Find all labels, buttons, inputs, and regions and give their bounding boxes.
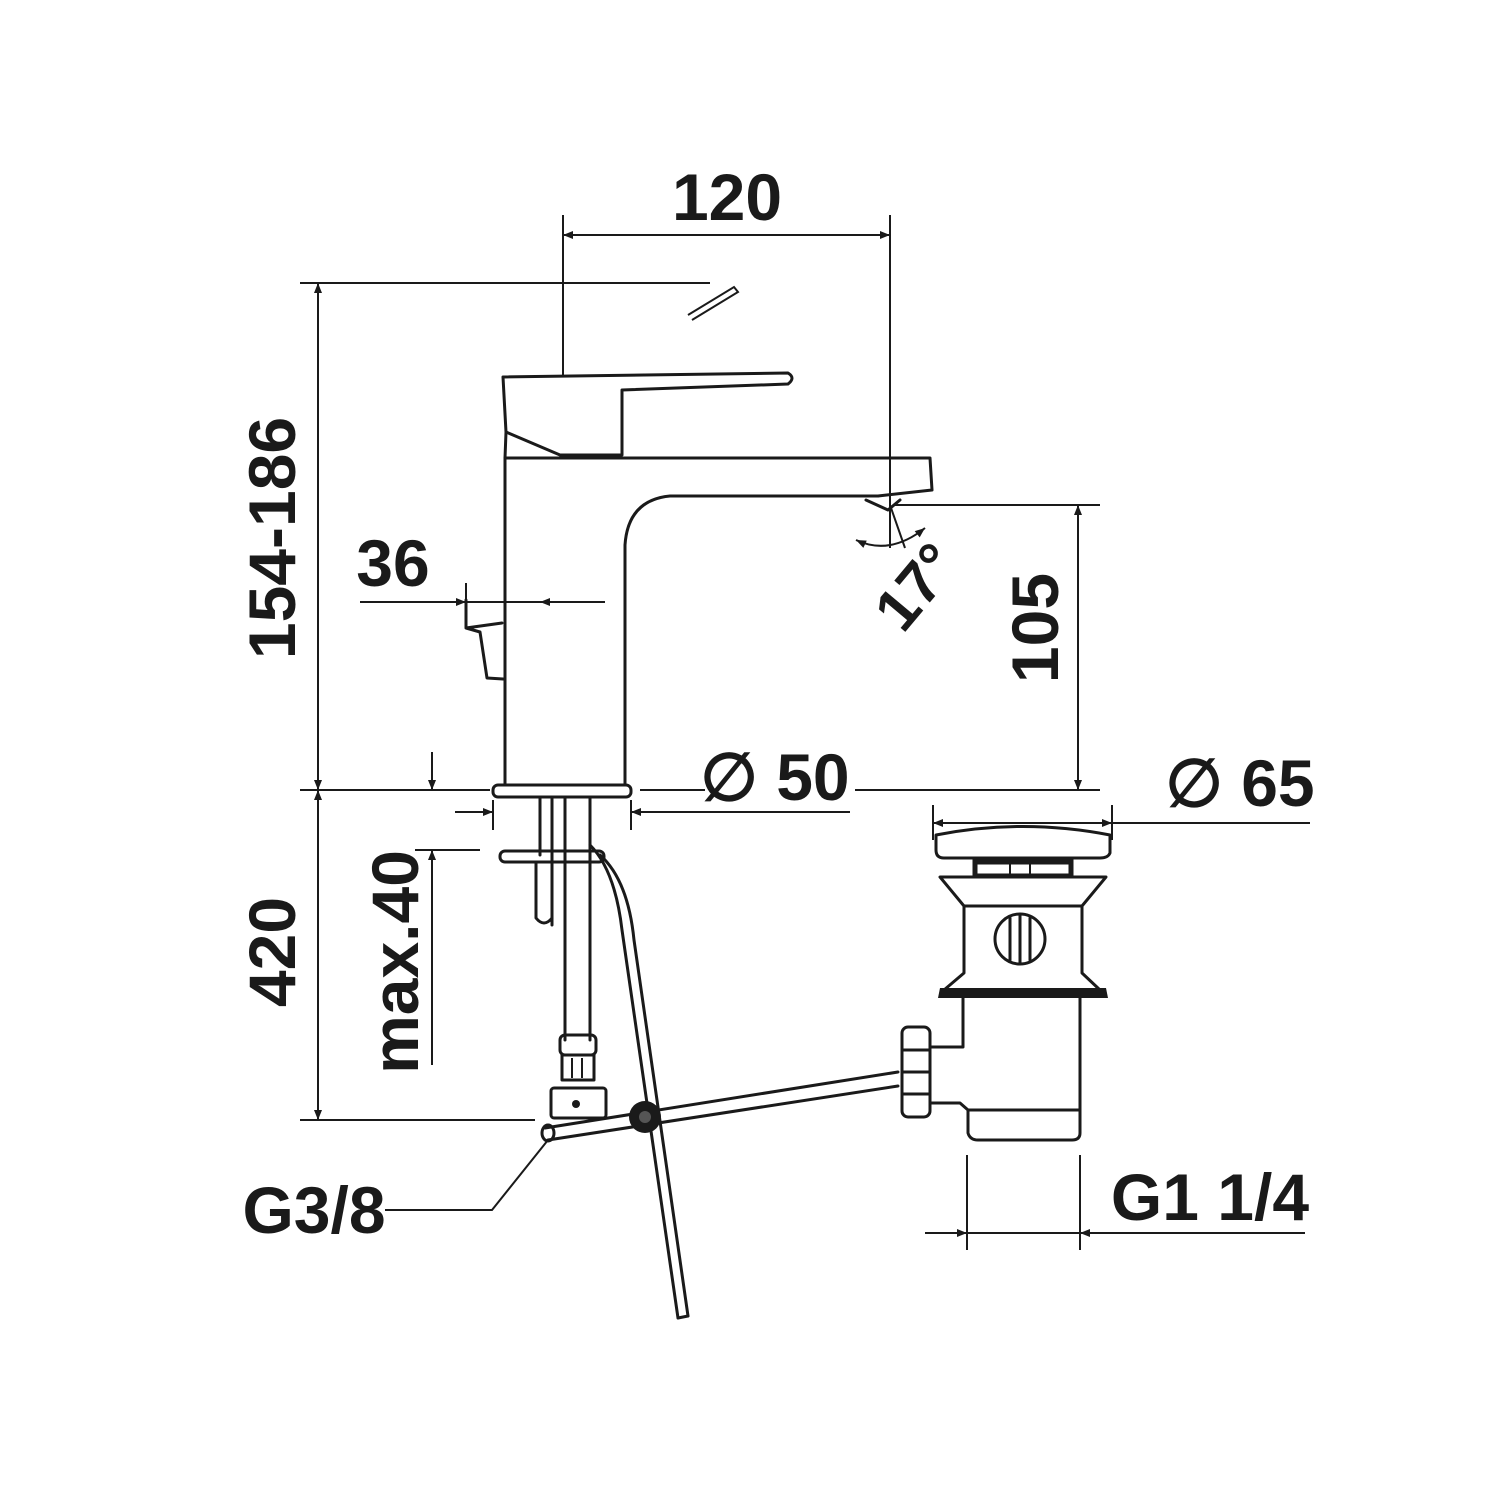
label-total-height: 154-186 [235, 417, 309, 659]
pop-up-waste [900, 825, 1112, 1142]
label-waste-diameter: ∅ 65 [1165, 746, 1314, 820]
mounting-shank [498, 795, 608, 1120]
dim-spout-reach: 120 [562, 160, 891, 510]
label-max-deck-thickness: max.40 [358, 850, 432, 1074]
label-hose-length: 420 [235, 897, 309, 1007]
label-waste-thread: G1 1/4 [1111, 1160, 1309, 1234]
dim-waste-diameter: ∅ 65 [932, 746, 1315, 840]
callout-supply-thread: G3/8 [242, 1139, 549, 1247]
label-outlet-height: 105 [998, 573, 1072, 683]
dim-base-diameter: ∅ 50 [455, 740, 850, 830]
dim-max-deck-thickness: max.40 [358, 752, 480, 1074]
label-base-diameter: ∅ 50 [700, 740, 849, 814]
dim-waste-thread: G1 1/4 [925, 1155, 1309, 1250]
dim-hose-length: 420 [235, 790, 535, 1121]
dim-total-height: 154-186 [235, 282, 710, 791]
mixer-lever [501, 285, 794, 460]
dim-lever-offset: 36 [356, 526, 605, 606]
label-lever-offset: 36 [356, 526, 429, 600]
label-outlet-angle: 17° [861, 531, 971, 644]
mixer-body [503, 456, 934, 787]
label-spout-reach: 120 [672, 160, 782, 234]
label-supply-thread: G3/8 [242, 1173, 385, 1247]
linkage-rod [540, 1070, 900, 1143]
dim-outlet-height: 105 [855, 504, 1100, 791]
base-plate [491, 783, 633, 799]
dim-outlet-angle: 17° [855, 504, 971, 644]
supply-hoses [588, 843, 690, 1320]
pop-up-rod [464, 598, 505, 681]
